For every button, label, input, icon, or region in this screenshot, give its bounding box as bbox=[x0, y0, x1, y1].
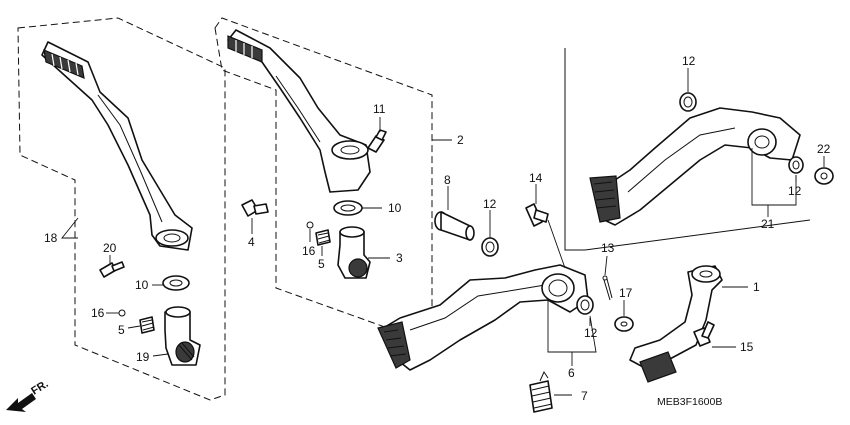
callout-6: 6 bbox=[568, 366, 575, 380]
callout-15: 15 bbox=[740, 340, 754, 354]
callout-5-right: 5 bbox=[318, 257, 325, 271]
callout-18: 18 bbox=[44, 231, 58, 245]
brake-pedal-6 bbox=[377, 264, 589, 371]
callout-5-left: 5 bbox=[118, 323, 125, 337]
leader-lines bbox=[61, 68, 825, 396]
kick-rubber-grip bbox=[43, 49, 85, 79]
kick-arm-grip bbox=[227, 35, 263, 63]
callout-21: 21 bbox=[761, 217, 775, 231]
washer-22 bbox=[814, 167, 834, 185]
bolt-14 bbox=[525, 203, 549, 227]
callout-10-left: 10 bbox=[135, 278, 149, 292]
part-callouts: 18 20 10 16 5 19 11 2 10 4 16 5 3 8 12 1… bbox=[44, 54, 831, 403]
callout-16-right: 16 bbox=[302, 244, 316, 258]
callout-17: 17 bbox=[619, 286, 633, 300]
callout-3: 3 bbox=[396, 251, 403, 265]
seal-10-left bbox=[162, 275, 190, 291]
arrow-icon bbox=[6, 393, 36, 412]
callout-12-c: 12 bbox=[682, 54, 696, 68]
spring-5-left bbox=[139, 316, 155, 334]
bolt-11 bbox=[367, 129, 387, 153]
bolt-4 bbox=[241, 199, 269, 217]
bolt-20 bbox=[99, 261, 125, 278]
callout-1: 1 bbox=[753, 280, 760, 294]
callout-12-d: 12 bbox=[788, 184, 802, 198]
callout-8: 8 bbox=[444, 173, 451, 187]
brake-pedal-21 bbox=[589, 107, 801, 226]
front-direction-arrow: FR. bbox=[6, 378, 51, 412]
callout-22: 22 bbox=[817, 142, 831, 156]
callout-19: 19 bbox=[136, 350, 150, 364]
group-21-frame bbox=[564, 48, 811, 251]
callout-12-b: 12 bbox=[584, 326, 598, 340]
group-2-frame bbox=[214, 17, 433, 337]
callout-16-left: 16 bbox=[91, 306, 105, 320]
brake-pedal-tip bbox=[377, 321, 411, 369]
kick-shaft-19 bbox=[164, 306, 201, 366]
callout-2: 2 bbox=[457, 133, 464, 147]
callout-12-a: 12 bbox=[483, 197, 497, 211]
callout-14: 14 bbox=[529, 171, 543, 185]
seal-12-a bbox=[481, 237, 499, 257]
gear-shift-pedal-1 bbox=[629, 265, 723, 383]
ball-16-right bbox=[306, 221, 314, 229]
washer-17 bbox=[614, 316, 634, 332]
callout-20: 20 bbox=[103, 241, 117, 255]
callout-7: 7 bbox=[581, 389, 588, 403]
group-18-frame bbox=[17, 17, 226, 401]
ball-16-left bbox=[118, 309, 126, 317]
cotter-pin-13 bbox=[602, 275, 613, 301]
callout-10-right: 10 bbox=[388, 201, 402, 215]
return-spring-7 bbox=[529, 370, 553, 413]
kick-shaft-3 bbox=[337, 226, 371, 279]
diagram-code: MEB3F1600B bbox=[657, 396, 722, 408]
seal-12-b bbox=[576, 295, 594, 315]
kickstarter-arm-assembly bbox=[41, 41, 193, 251]
bolt-15 bbox=[693, 321, 715, 347]
seal-10-right bbox=[333, 200, 363, 216]
callout-13: 13 bbox=[601, 241, 615, 255]
kick-arm-2 bbox=[227, 29, 371, 193]
seal-12-d bbox=[788, 156, 804, 174]
callout-11: 11 bbox=[373, 102, 386, 116]
spring-5-right bbox=[315, 229, 331, 246]
callout-4: 4 bbox=[248, 235, 255, 249]
pivot-bolt-8 bbox=[434, 211, 475, 241]
seal-12-c bbox=[679, 92, 697, 112]
brake-pedal-21-tip bbox=[589, 175, 621, 223]
